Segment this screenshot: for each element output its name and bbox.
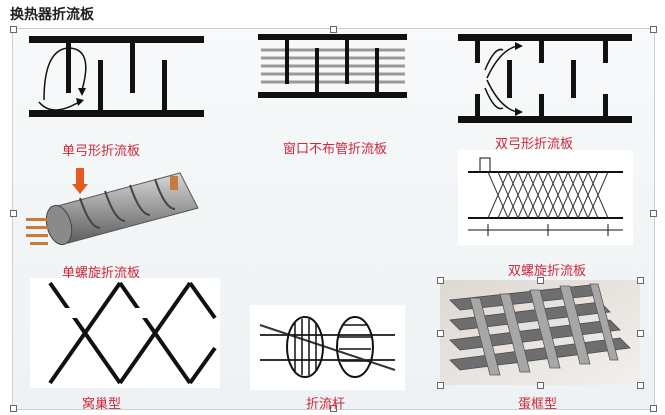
selection-handle[interactable] xyxy=(330,405,337,412)
double-helical-diagram xyxy=(458,150,633,245)
label-single-segmental: 单弓形折流板 xyxy=(62,144,141,159)
selection-handle[interactable] xyxy=(537,382,544,389)
selection-handle[interactable] xyxy=(637,330,644,337)
single-helical-illustration xyxy=(20,158,215,258)
window-no-tube-diagram xyxy=(255,30,410,102)
single-segmental-diagram xyxy=(24,30,209,125)
label-rod-baffle: 折流杆 xyxy=(306,397,346,412)
honeycomb-diagram xyxy=(30,278,220,388)
selection-handle[interactable] xyxy=(650,405,657,412)
rod-baffle-diagram xyxy=(250,305,405,390)
selection-handle[interactable] xyxy=(650,210,657,217)
label-window-no-tube: 窗口不布管折流板 xyxy=(283,142,388,157)
selection-handle[interactable] xyxy=(10,405,17,412)
label-double-helical: 双螺旋折流板 xyxy=(508,264,587,279)
egg-crate-photo xyxy=(440,280,640,385)
selection-handle[interactable] xyxy=(650,26,657,33)
selection-handle[interactable] xyxy=(637,277,644,284)
page-title: 换热器折流板 xyxy=(10,7,94,23)
label-honeycomb: 窝巢型 xyxy=(82,397,122,412)
selection-handle[interactable] xyxy=(437,277,444,284)
selection-handle[interactable] xyxy=(637,382,644,389)
double-segmental-diagram xyxy=(455,30,635,130)
selection-handle[interactable] xyxy=(437,330,444,337)
selection-handle[interactable] xyxy=(10,26,17,33)
label-egg-crate: 蛋框型 xyxy=(518,397,558,412)
selection-handle[interactable] xyxy=(330,26,337,33)
selection-handle[interactable] xyxy=(537,277,544,284)
selection-handle[interactable] xyxy=(10,210,17,217)
label-double-segmental: 双弓形折流板 xyxy=(495,137,574,152)
label-single-helical: 单螺旋折流板 xyxy=(62,266,141,281)
selection-handle[interactable] xyxy=(437,382,444,389)
